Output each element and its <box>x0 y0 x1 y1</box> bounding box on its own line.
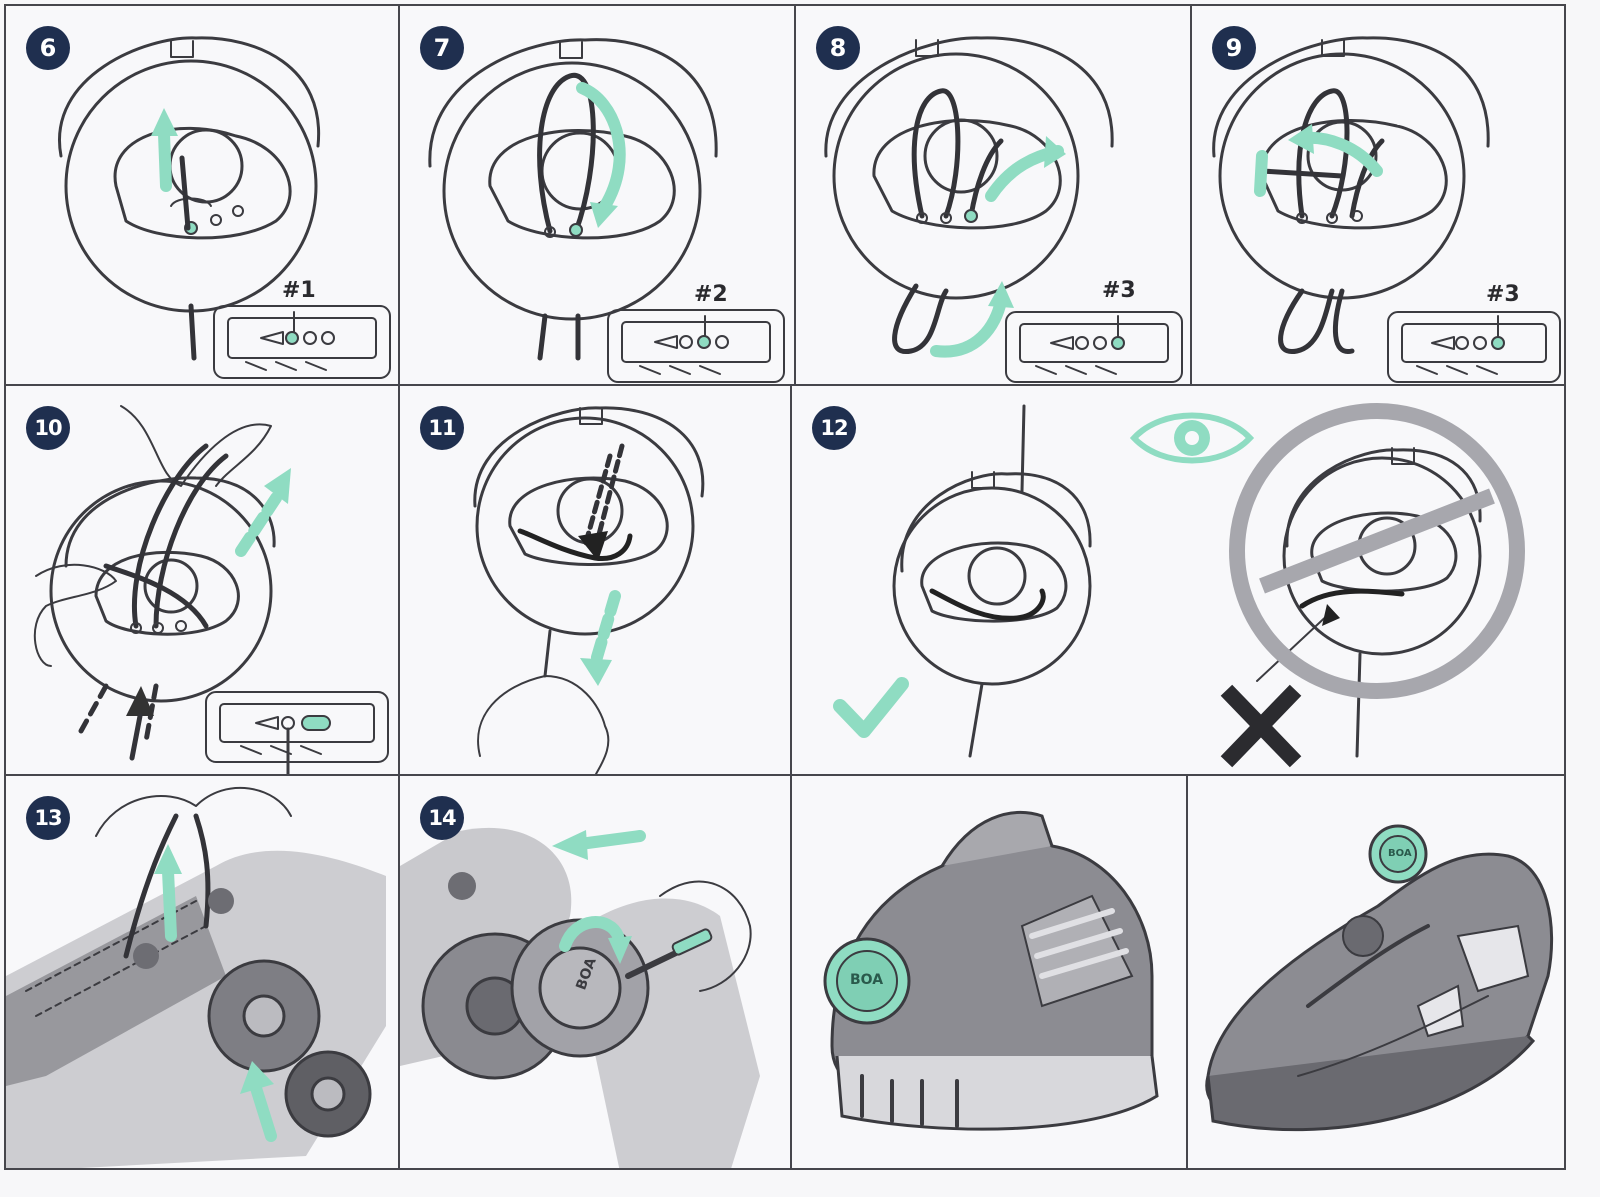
step-number: 8 <box>816 26 860 70</box>
shoe-illustration-b <box>1205 824 1554 1132</box>
slot-label: #1 <box>282 278 316 303</box>
step-number: 13 <box>26 796 70 840</box>
dial-brand-text: BOA <box>850 972 884 988</box>
step-8-panel: 8 #3 <box>794 4 1192 386</box>
step-10-illustration <box>33 405 389 774</box>
step-number: 6 <box>26 26 70 70</box>
eye-icon <box>1129 412 1255 464</box>
slot-label: #3 <box>1486 282 1520 307</box>
check-icon <box>833 677 909 738</box>
step-12-illustration <box>833 403 1525 768</box>
step-9-panel: 9 #3 <box>1190 4 1566 386</box>
dial-brand-text: BOA <box>1388 848 1412 859</box>
step-number: 10 <box>26 406 70 450</box>
step-6-illustration <box>57 36 391 379</box>
shoe-panel-b: BOA <box>1186 774 1566 1170</box>
shoe-panel-a: BOA <box>790 774 1188 1170</box>
step-number: 7 <box>420 26 464 70</box>
cross-icon <box>1220 684 1302 768</box>
step-number: 14 <box>420 796 464 840</box>
prohibition-icon <box>1229 403 1525 699</box>
step-number: 9 <box>1212 26 1256 70</box>
step-number: 12 <box>812 406 856 450</box>
shoe-illustration-a <box>823 811 1159 1131</box>
step-11-panel: 11 <box>398 384 792 776</box>
step-14-illustration <box>400 827 760 1168</box>
step-7-panel: 7 #2 <box>398 4 796 386</box>
step-6-panel: 6 #1 <box>4 4 400 386</box>
step-14-panel: 14 BOA <box>398 774 792 1170</box>
step-7-illustration <box>428 38 785 383</box>
step-11-illustration <box>473 406 705 774</box>
step-9-illustration <box>1212 36 1561 383</box>
step-10-panel: 10 <box>4 384 400 776</box>
step-12-panel: 12 <box>790 384 1566 776</box>
step-8-illustration <box>824 36 1183 383</box>
step-13-illustration <box>6 786 386 1168</box>
step-number: 11 <box>420 406 464 450</box>
slot-label: #3 <box>1102 278 1136 303</box>
slot-label: #2 <box>694 282 728 307</box>
step-13-panel: 13 <box>4 774 400 1170</box>
